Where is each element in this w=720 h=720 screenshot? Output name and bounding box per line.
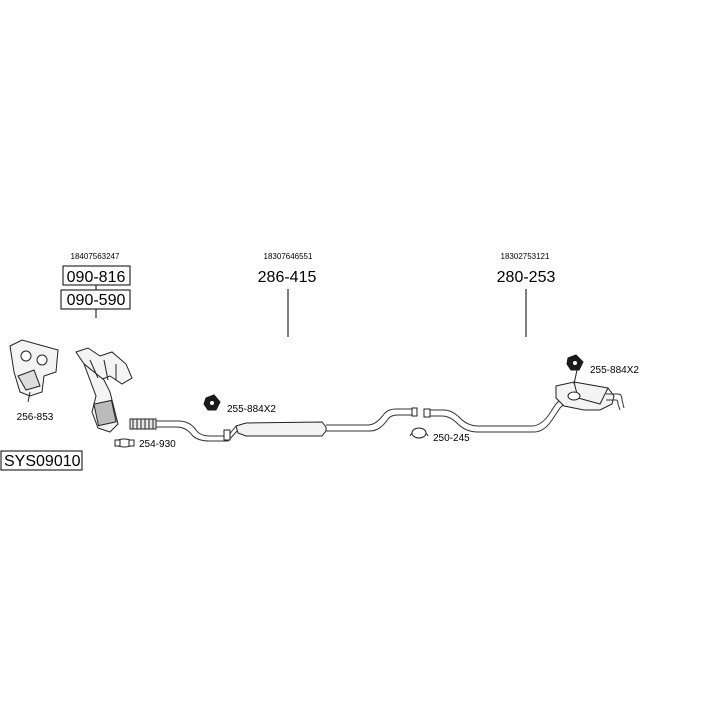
manifold-gasket-drawing[interactable]	[9, 339, 59, 403]
clamp-250-245-drawing[interactable]	[409, 427, 429, 439]
part-number-256-853[interactable]: 256-853	[17, 412, 54, 423]
part-number-090-816[interactable]: 090-816	[67, 269, 126, 286]
system-code-box	[0, 450, 83, 471]
part-number-254-930[interactable]: 254-930	[139, 439, 176, 450]
hanger-hole-icon	[210, 401, 214, 405]
oem-number-left: 18407563247	[71, 252, 120, 261]
front-pipe-centre-silencer-drawing[interactable]	[129, 407, 418, 442]
rear-pipe-silencer-drawing[interactable]	[423, 369, 625, 433]
part-number-255-884x2-middle[interactable]: 255-884X2	[227, 404, 276, 415]
hanger-hole-icon	[573, 361, 577, 365]
clamp-254-930-drawing[interactable]	[114, 438, 135, 448]
oem-number-middle: 18307646551	[264, 252, 313, 261]
manifold-catalyst-drawing[interactable]	[75, 347, 133, 433]
part-number-286-415[interactable]: 286-415	[258, 269, 317, 286]
part-number-090-590[interactable]: 090-590	[67, 292, 126, 309]
part-number-250-245[interactable]: 250-245	[433, 433, 470, 444]
part-number-280-253[interactable]: 280-253	[497, 269, 556, 286]
part-number-255-884x2-right[interactable]: 255-884X2	[590, 365, 639, 376]
oem-number-right: 18302753121	[501, 252, 550, 261]
system-code: SYS09010	[4, 453, 81, 470]
